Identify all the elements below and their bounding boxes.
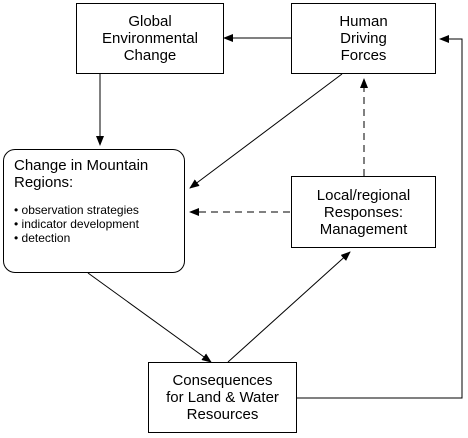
- box-label-line: for Land & Water: [166, 389, 279, 406]
- box-label-line: Global: [128, 13, 172, 30]
- local-regional-responses-box: Local/regional Responses: Management: [291, 176, 436, 248]
- change-in-mountain-regions-box: Change in Mountain Regions: • observatio…: [3, 149, 185, 273]
- box-label-line: Management: [319, 220, 408, 238]
- box-label-line: Forces: [340, 47, 387, 64]
- box-label-line: Driving: [340, 30, 387, 47]
- arrow-human-to-mountain: [189, 73, 343, 189]
- human-driving-forces-box: Human Driving Forces: [291, 3, 436, 74]
- arrow-mountain-to-consequences: [87, 272, 212, 363]
- bullet-item: • detection: [14, 231, 71, 245]
- box-label-line: Consequences: [172, 372, 273, 389]
- box-label-line: Environmental: [102, 30, 198, 47]
- bullet-item: • indicator development: [14, 217, 139, 231]
- arrow-consequences-to-human-loop: [297, 35, 463, 399]
- box-label-line: Change in Mountain: [14, 157, 149, 174]
- box-label-line: Responses:: [323, 203, 404, 221]
- arrow-consequences-to-local: [227, 251, 351, 363]
- consequences-box: Consequences for Land & Water Resources: [148, 362, 297, 433]
- box-label-line: Regions:: [14, 174, 74, 191]
- box-label-line: Human: [339, 13, 388, 30]
- box-label-line: Resources: [186, 406, 259, 423]
- global-environmental-change-box: Global Environmental Change: [76, 3, 224, 74]
- bullet-item: • observation strategies: [14, 203, 139, 217]
- box-label-line: Local/regional: [316, 186, 411, 204]
- box-label-line: Change: [123, 47, 177, 64]
- bullet-list: • observation strategies • indicator dev…: [14, 203, 184, 245]
